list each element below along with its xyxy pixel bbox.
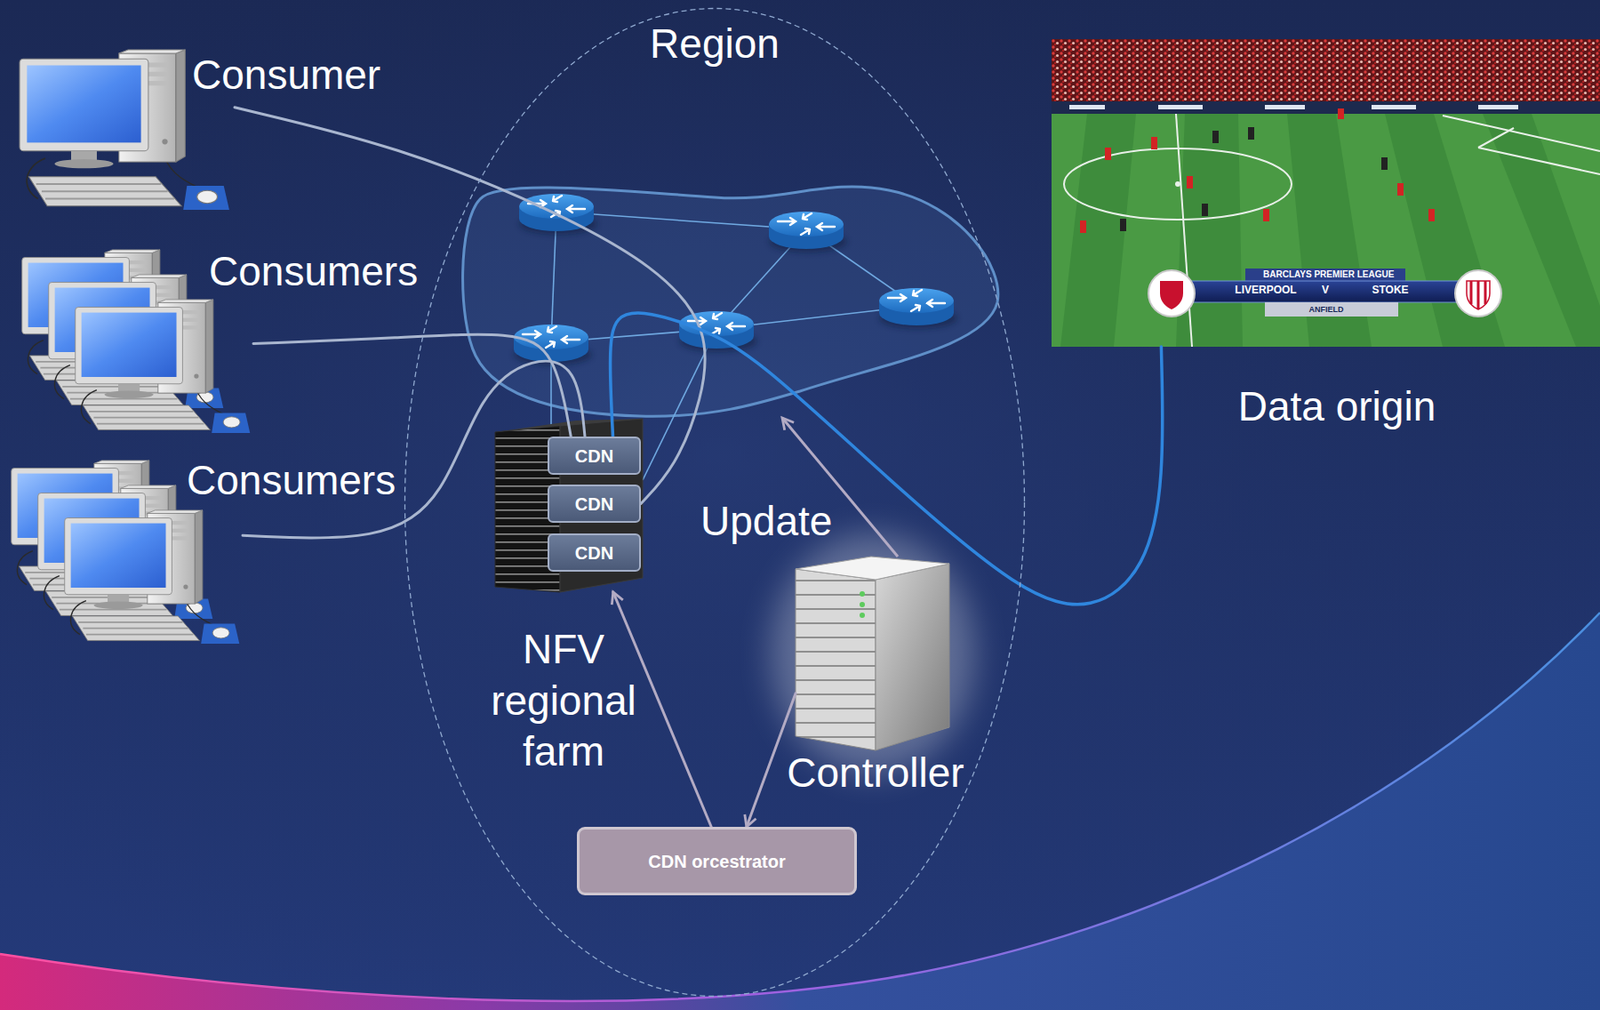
football-image	[1104, 147, 1112, 160]
consumer-computer: Consumer	[15, 48, 235, 216]
connector	[253, 334, 571, 437]
box-label: CDN orcestrator	[648, 850, 785, 872]
server-rack-icon	[495, 418, 643, 592]
controller-server-icon	[859, 612, 865, 618]
football-image	[1064, 113, 1600, 347]
box-label: CDN	[575, 445, 614, 467]
scoreboard-text: BARCLAYS PREMIER LEAGUE	[1263, 269, 1388, 280]
football-image	[1471, 280, 1486, 310]
football-image	[1397, 183, 1404, 196]
cdn-box: CDN	[547, 484, 641, 523]
football-image	[1148, 270, 1195, 317]
connector	[610, 312, 1163, 605]
node-label: Consumers	[208, 248, 440, 296]
node-label: Consumer	[192, 51, 406, 99]
network-cloud	[463, 186, 999, 416]
controller-server-icon	[859, 591, 865, 597]
football-image	[1051, 101, 1600, 114]
football-image	[1478, 128, 1514, 148]
scoreboard-text: STOKE	[1363, 284, 1417, 297]
football-image	[1186, 176, 1193, 189]
football-image	[1264, 302, 1399, 317]
football-image	[1051, 113, 1088, 347]
consumer-group: Consumers	[20, 248, 254, 439]
football-image	[1466, 280, 1490, 310]
football-image	[1245, 268, 1406, 281]
football-image	[1051, 39, 1600, 104]
football-image	[1160, 280, 1184, 310]
football-image	[1151, 136, 1158, 150]
football-image	[1212, 130, 1219, 144]
data-origin-image: Data origin	[1051, 39, 1600, 347]
region-outline	[405, 8, 1025, 997]
controller-server-icon	[795, 568, 876, 751]
node-label: Consumers	[186, 456, 418, 504]
football-image	[1175, 181, 1181, 187]
region-label: Region	[403, 20, 1026, 68]
box-label: CDN	[575, 493, 614, 515]
cdn-box: CDN	[547, 436, 641, 475]
football-image	[1051, 39, 1600, 347]
node-label: Data origin	[1203, 383, 1471, 431]
football-image	[1064, 148, 1292, 220]
node-label: Controller	[768, 749, 983, 797]
scoreboard-text: LIVERPOOL	[1230, 284, 1302, 297]
football-image	[1455, 270, 1502, 317]
football-image	[1069, 104, 1519, 110]
cdn-box: CDN	[547, 533, 641, 572]
football-image	[1080, 108, 1435, 233]
router-icon	[679, 311, 758, 352]
football-image	[1051, 39, 1600, 347]
football-image	[1478, 147, 1600, 175]
scoreboard-text: ANFIELD	[1290, 304, 1362, 314]
router-icon	[513, 324, 592, 366]
football-image	[1428, 208, 1435, 222]
controller-server-icon	[770, 533, 976, 774]
consumer-computer-icon	[75, 299, 251, 433]
football-image	[1176, 280, 1470, 303]
scoreboard-text: V	[1316, 284, 1335, 297]
annotation: Update	[700, 497, 843, 545]
football-image	[1337, 108, 1344, 120]
router-icon	[513, 193, 958, 366]
football-image	[1442, 115, 1600, 152]
football-image	[1248, 127, 1255, 140]
football-image	[1381, 157, 1388, 170]
consumer-group: Consumers	[9, 459, 243, 649]
connector	[234, 107, 705, 504]
controller-server: Controller	[795, 556, 950, 751]
box-label: CDN	[575, 542, 614, 564]
football-image	[1201, 203, 1208, 216]
football-image	[1263, 208, 1270, 222]
node-label: NFV regional farm	[474, 624, 653, 778]
football-image	[1120, 127, 1388, 232]
football-image	[1120, 218, 1127, 232]
router-icon	[768, 211, 848, 253]
orchestrator-box: CDN orcestrator	[576, 826, 857, 896]
controller-server-icon	[875, 563, 950, 751]
consumer-computer-icon	[64, 510, 240, 644]
football-image	[1051, 113, 1600, 347]
router-icon	[879, 288, 958, 329]
connector	[242, 360, 585, 538]
football-image	[1080, 220, 1087, 233]
controller-server-icon	[859, 601, 865, 608]
network-cloud	[463, 186, 999, 416]
controller-server-icon	[795, 556, 950, 580]
controller-server-icon	[770, 533, 976, 774]
nfv-farm: NFV regional farmCDNCDNCDN	[495, 418, 643, 592]
